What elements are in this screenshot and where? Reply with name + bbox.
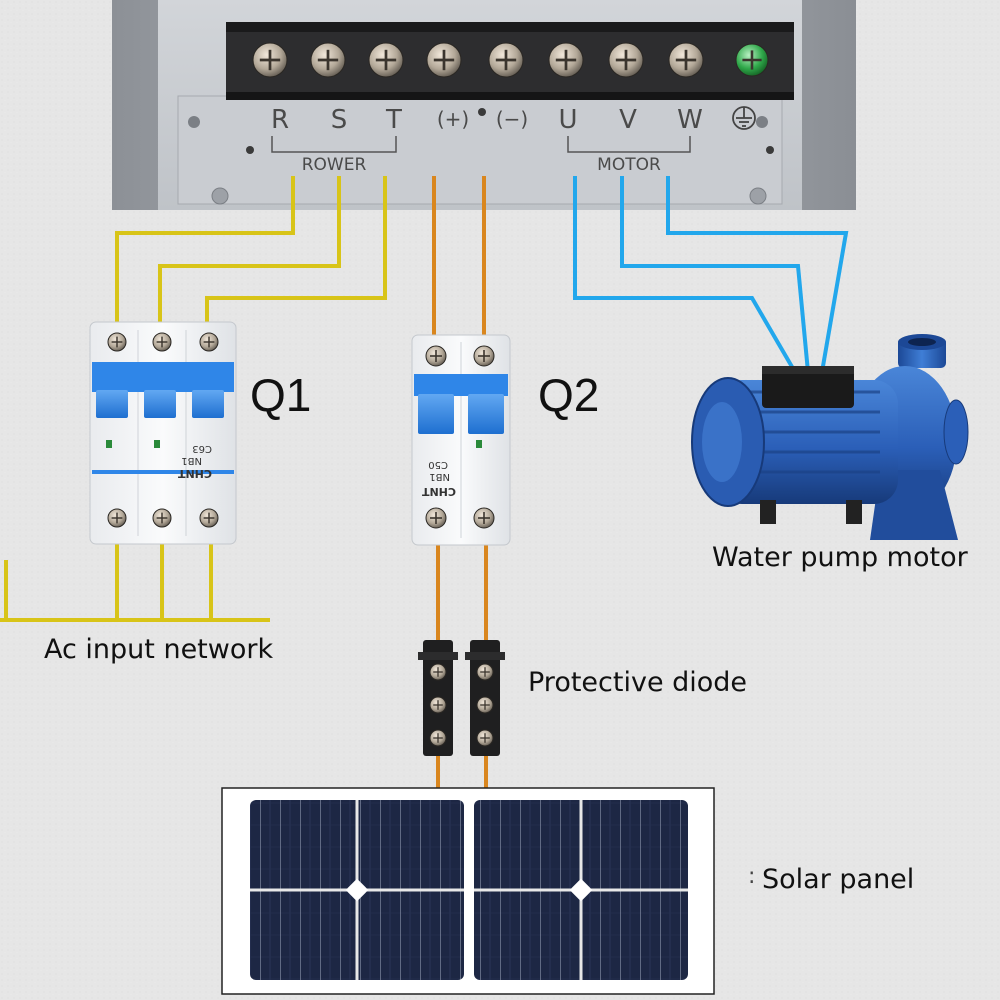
screw-icon xyxy=(429,663,447,681)
protective-diode xyxy=(418,640,505,756)
group-label-motor: MOTOR xyxy=(597,155,661,175)
screw-icon xyxy=(476,696,494,714)
terminal-label-v: V xyxy=(619,105,637,135)
terminal-screw-icon xyxy=(310,42,346,78)
screw-icon xyxy=(476,663,494,681)
inverter-terminal-block xyxy=(112,0,856,210)
screw-icon xyxy=(107,332,127,352)
q1-model: NB1 xyxy=(181,455,202,466)
q1-rating: C63 xyxy=(192,443,212,454)
label-solar-panel: Solar panel xyxy=(762,864,915,895)
ground-icon xyxy=(732,106,756,130)
label-solar-mark: : xyxy=(748,864,756,889)
terminal-screw-icon xyxy=(368,42,404,78)
screw-icon xyxy=(199,508,219,528)
breaker-label-q2: Q2 xyxy=(538,369,600,421)
screw-icon xyxy=(152,508,172,528)
solar-panel xyxy=(221,787,715,995)
q2-model: NB1 xyxy=(429,471,450,482)
screw-icon xyxy=(473,345,495,367)
screw-icon xyxy=(425,345,447,367)
screw-icon xyxy=(152,332,172,352)
label-ac-input: Ac input network xyxy=(44,634,274,665)
screw-icon xyxy=(425,507,447,529)
breaker-label-q1: Q1 xyxy=(250,369,312,421)
label-protective-diode: Protective diode xyxy=(528,667,748,698)
screw-icon xyxy=(107,508,127,528)
terminal-screw-icon xyxy=(608,42,644,78)
group-label-power: ROWER xyxy=(302,155,367,175)
label-water-pump: Water pump motor xyxy=(712,542,968,573)
terminal-label-w: W xyxy=(677,105,703,135)
q2-rating: C50 xyxy=(428,459,448,470)
terminal-label-t: T xyxy=(385,105,402,135)
terminal-screw-icon xyxy=(252,42,288,78)
terminal-screw-icon xyxy=(668,42,704,78)
water-pump xyxy=(691,334,969,540)
breaker-q1: CHNT NB1 C63 xyxy=(89,321,237,545)
terminal-screw-icon xyxy=(488,42,524,78)
breaker-q2: CHNT NB1 C50 xyxy=(411,334,511,546)
terminal-screw-icon xyxy=(548,42,584,78)
q1-brand: CHNT xyxy=(178,467,212,480)
screw-icon xyxy=(473,507,495,529)
terminal-label-r: R xyxy=(271,105,289,135)
screw-icon xyxy=(429,729,447,747)
screw-icon xyxy=(476,729,494,747)
terminal-label-plus: (+) xyxy=(437,107,469,131)
q2-brand: CHNT xyxy=(422,485,456,498)
ground-screw-icon xyxy=(735,43,769,77)
screw-icon xyxy=(429,696,447,714)
terminal-label-s: S xyxy=(331,105,348,135)
terminal-label-minus: (−) xyxy=(496,107,528,131)
motor-wires xyxy=(573,176,849,374)
terminal-screw-icon xyxy=(426,42,462,78)
terminal-labels: R S T (+) (−) U V W ROWER MOTOR xyxy=(271,105,703,175)
screw-icon xyxy=(199,332,219,352)
terminal-label-u: U xyxy=(558,105,577,135)
